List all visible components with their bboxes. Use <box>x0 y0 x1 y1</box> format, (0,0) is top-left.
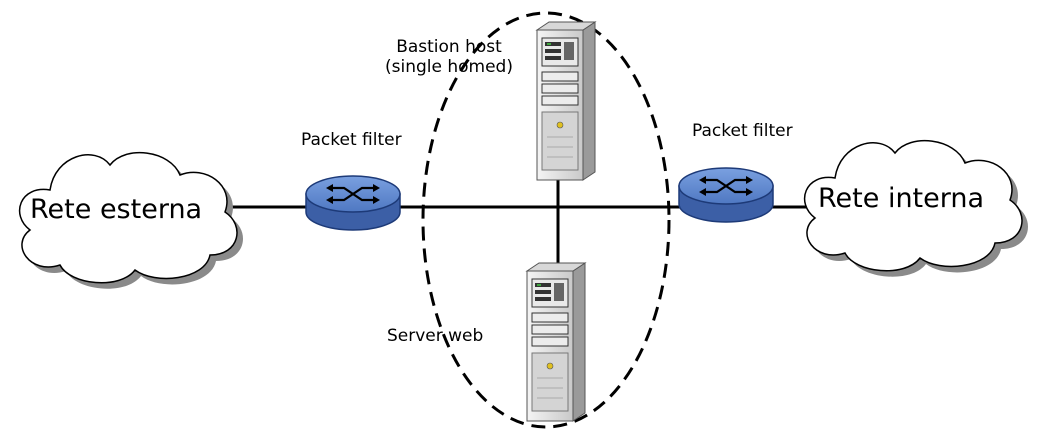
cloud-icon <box>19 151 243 289</box>
server-icon <box>526 262 586 422</box>
server-web-label: Server web <box>387 326 484 346</box>
server-icon <box>536 21 596 181</box>
bastion-host-line1: Bastion host <box>396 37 502 57</box>
packet-filter-right-label: Packet filter <box>692 121 793 141</box>
bastion-host-line2: (single homed) <box>385 56 513 77</box>
internal-network-label: Rete interna <box>818 183 985 214</box>
dmz-ellipse <box>421 11 671 429</box>
cloud-icon <box>804 139 1028 277</box>
packet-filter-left-label: Packet filter <box>301 130 402 150</box>
bastion-host-label: Bastion host (single homed) <box>366 37 532 77</box>
external-network-label: Rete esterna <box>30 194 203 225</box>
router-icon <box>304 174 402 232</box>
router-icon <box>677 166 775 224</box>
